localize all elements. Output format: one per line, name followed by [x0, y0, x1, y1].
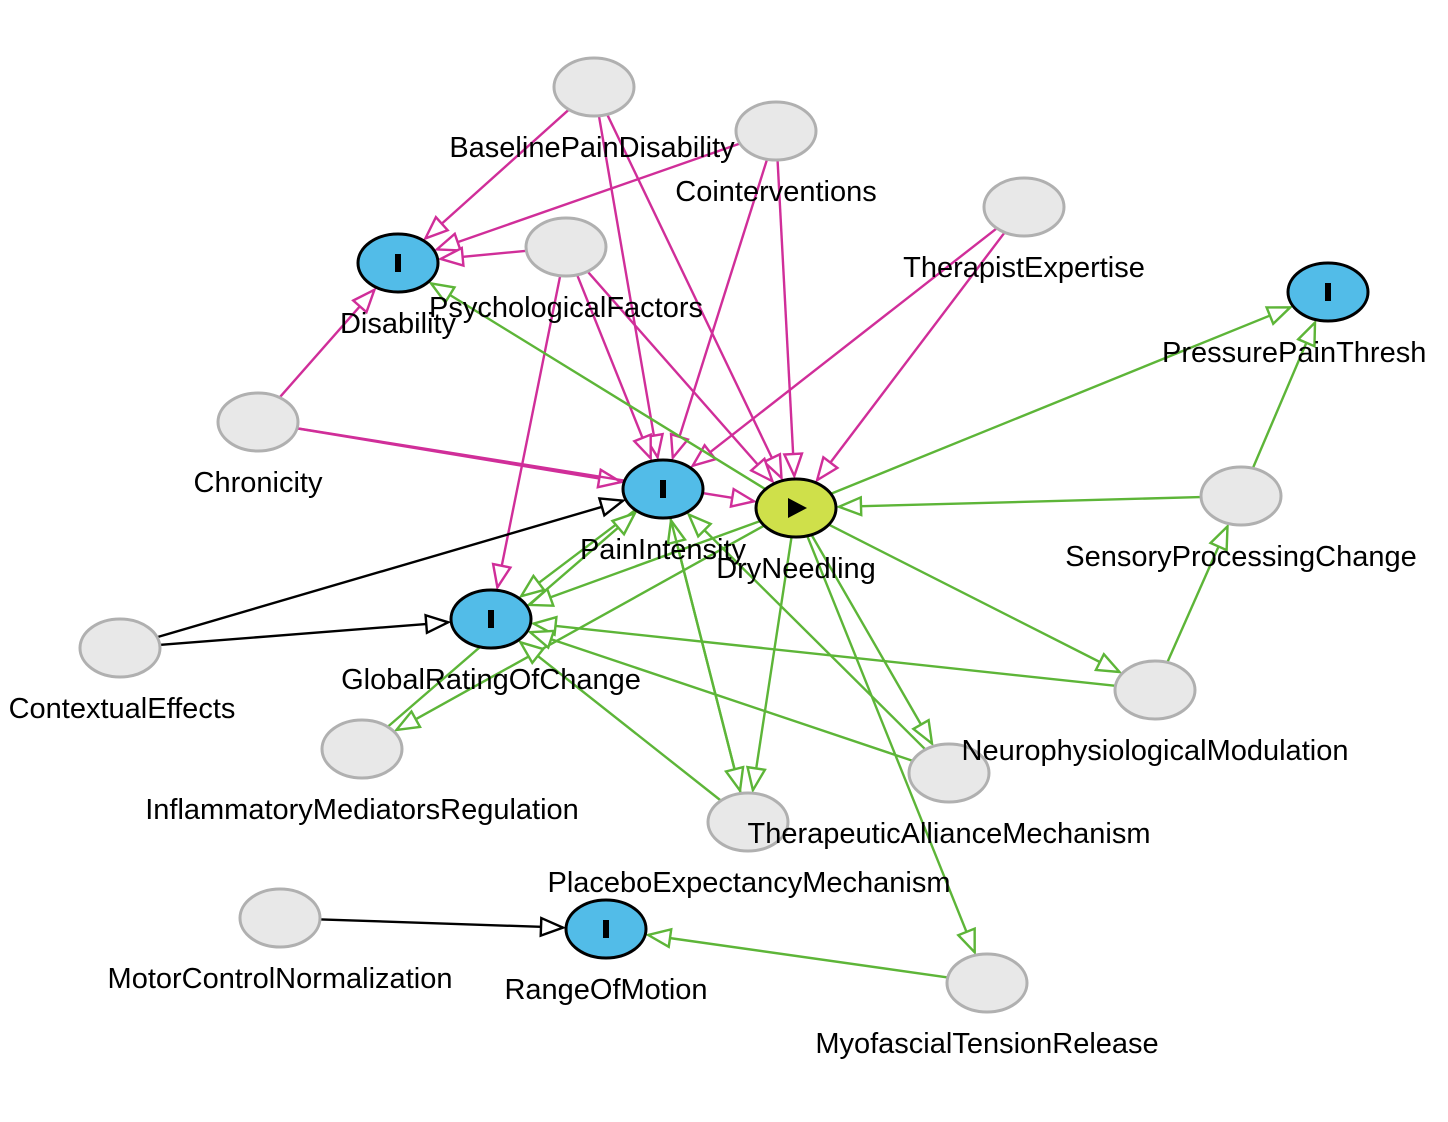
node-DryNeedling[interactable] [754, 477, 838, 539]
node-InflammatoryMediatorsRegulation[interactable] [320, 718, 404, 780]
edge-Cointerventions-to-PainIntensity [669, 159, 768, 461]
edge-ContextualEffects-to-PainIntensity [157, 497, 627, 639]
node-shape-TherapistExpertise[interactable] [982, 176, 1066, 238]
node-label-PlaceboExpectancyMechanism: PlaceboExpectancyMechanism [548, 867, 951, 899]
edge-MotorControlNormalization-to-RangeOfMotion [320, 916, 567, 938]
node-shape-PlaceboExpectancyMechanism[interactable] [706, 791, 790, 853]
edge-PsychologicalFactors-to-PainIntensity [576, 275, 652, 462]
node-shape-Chronicity[interactable] [216, 391, 300, 453]
exposure-play-icon [788, 498, 807, 518]
node-label-PsychologicalFactors: PsychologicalFactors [429, 292, 703, 324]
node-label-DryNeedling: DryNeedling [716, 553, 876, 585]
node-label-ContextualEffects: ContextualEffects [9, 693, 236, 725]
node-label-MyofascialTensionRelease: MyofascialTensionRelease [815, 1028, 1158, 1060]
edge-DryNeedling-to-Disability [428, 281, 766, 490]
edges-layer [157, 109, 1317, 979]
node-TherapistExpertise[interactable] [982, 176, 1066, 238]
outcome-icon [603, 920, 609, 938]
node-PainIntensity[interactable] [621, 458, 705, 520]
node-label-PressurePainThreshold: PressurePainThresh [1162, 337, 1426, 369]
node-shape-SensoryProcessingChange[interactable] [1199, 465, 1283, 527]
node-shape-InflammatoryMediatorsRegulation[interactable] [320, 718, 404, 780]
edge-DryNeedling-to-PlaceboExpectancyMechanism [745, 537, 793, 794]
edge-SensoryProcessingChange-to-DryNeedling [835, 495, 1201, 517]
node-label-TherapistExpertise: TherapistExpertise [903, 252, 1145, 284]
edge-NeurophysiologicalModulation-to-SensoryProcessingChange [1166, 523, 1229, 662]
node-label-MotorControlNormalization: MotorControlNormalization [108, 963, 453, 995]
node-label-TherapeuticAllianceMechanism: TherapeuticAllianceMechanism [748, 818, 1151, 850]
edge-DryNeedling-to-PressurePainThreshold [831, 306, 1294, 495]
node-shape-TherapeuticAllianceMechanism[interactable] [907, 742, 991, 804]
node-label-SensoryProcessingChange: SensoryProcessingChange [1065, 541, 1416, 573]
node-MotorControlNormalization[interactable] [238, 887, 322, 949]
node-PlaceboExpectancyMechanism[interactable] [706, 791, 790, 853]
edge-DryNeedling-to-TherapeuticAllianceMechanism [810, 535, 934, 747]
node-label-Disability: Disability [340, 308, 457, 340]
edge-Cointerventions-to-Disability [433, 142, 740, 252]
node-RangeOfMotion[interactable] [564, 898, 648, 960]
node-label-PainIntensity: PainIntensity [580, 534, 747, 566]
node-TherapeuticAllianceMechanism[interactable] [907, 742, 991, 804]
node-shape-PsychologicalFactors[interactable] [524, 216, 608, 278]
node-PsychologicalFactors[interactable] [524, 216, 608, 278]
nodes-layer [78, 56, 1370, 1014]
edge-SensoryProcessingChange-to-PressurePainThreshold [1252, 319, 1317, 468]
node-shape-BaselinePainDisability[interactable] [552, 56, 636, 118]
node-label-Cointerventions: Cointerventions [675, 176, 877, 208]
node-shape-MotorControlNormalization[interactable] [238, 887, 322, 949]
outcome-icon [660, 480, 666, 498]
edge-TherapistExpertise-to-PainIntensity [690, 227, 997, 468]
edge-Cointerventions-to-DryNeedling [776, 160, 804, 480]
outcome-icon [395, 254, 401, 272]
node-MyofascialTensionRelease[interactable] [945, 952, 1029, 1014]
node-label-BaselinePainDisability: BaselinePainDisability [449, 132, 735, 164]
node-PressurePainThreshold[interactable] [1286, 261, 1370, 323]
edge-BaselinePainDisability-to-PainIntensity [597, 116, 665, 461]
node-label-GlobalRatingOfChange: GlobalRatingOfChange [341, 664, 641, 696]
outcome-icon [1325, 283, 1331, 301]
edge-TherapeuticAllianceMechanism-to-GlobalRatingOfChange [527, 629, 913, 762]
edge-Chronicity-to-Disability [279, 287, 377, 398]
node-label-Chronicity: Chronicity [194, 467, 323, 499]
node-Disability[interactable] [356, 232, 440, 294]
edge-NeurophysiologicalModulation-to-GlobalRatingOfChange [530, 615, 1115, 687]
node-ContextualEffects[interactable] [78, 617, 162, 679]
edge-PlaceboExpectancyMechanism-to-GlobalRatingOfChange [517, 640, 721, 801]
node-shape-ContextualEffects[interactable] [78, 617, 162, 679]
edge-BaselinePainDisability-to-DryNeedling [606, 114, 783, 481]
labels-layer: BaselinePainDisabilityCointerventionsThe… [9, 132, 1427, 1060]
node-shape-MyofascialTensionRelease[interactable] [945, 952, 1029, 1014]
node-shape-NeurophysiologicalModulation[interactable] [1113, 659, 1197, 721]
node-Cointerventions[interactable] [734, 100, 818, 162]
node-GlobalRatingOfChange[interactable] [449, 588, 533, 650]
node-NeurophysiologicalModulation[interactable] [1113, 659, 1197, 721]
node-SensoryProcessingChange[interactable] [1199, 465, 1283, 527]
node-label-InflammatoryMediatorsRegulation: InflammatoryMediatorsRegulation [145, 794, 579, 826]
outcome-icon [488, 610, 494, 628]
edge-PainIntensity-to-PlaceboExpectancyMechanism [669, 518, 745, 794]
node-label-RangeOfMotion: RangeOfMotion [504, 974, 707, 1006]
edge-DryNeedling-to-NeurophysiologicalModulation [829, 524, 1123, 674]
edge-TherapeuticAllianceMechanism-to-PainIntensity [686, 512, 926, 750]
node-label-NeurophysiologicalModulation: NeurophysiologicalModulation [962, 735, 1349, 767]
edge-MyofascialTensionRelease-to-RangeOfMotion [644, 927, 947, 979]
edge-DryNeedling-to-MyofascialTensionRelease [806, 536, 976, 956]
edge-DryNeedling-to-GlobalRatingOfChange [526, 520, 760, 607]
node-BaselinePainDisability[interactable] [552, 56, 636, 118]
edge-ContextualEffects-to-GlobalRatingOfChange [160, 613, 452, 646]
node-Chronicity[interactable] [216, 391, 300, 453]
edge-BaselinePainDisability-to-Disability [422, 109, 569, 241]
edge-PsychologicalFactors-to-DryNeedling [587, 271, 775, 484]
edge-TherapistExpertise-to-DryNeedling [815, 232, 1006, 483]
node-shape-Cointerventions[interactable] [734, 100, 818, 162]
edge-PsychologicalFactors-to-Disability [437, 246, 526, 268]
